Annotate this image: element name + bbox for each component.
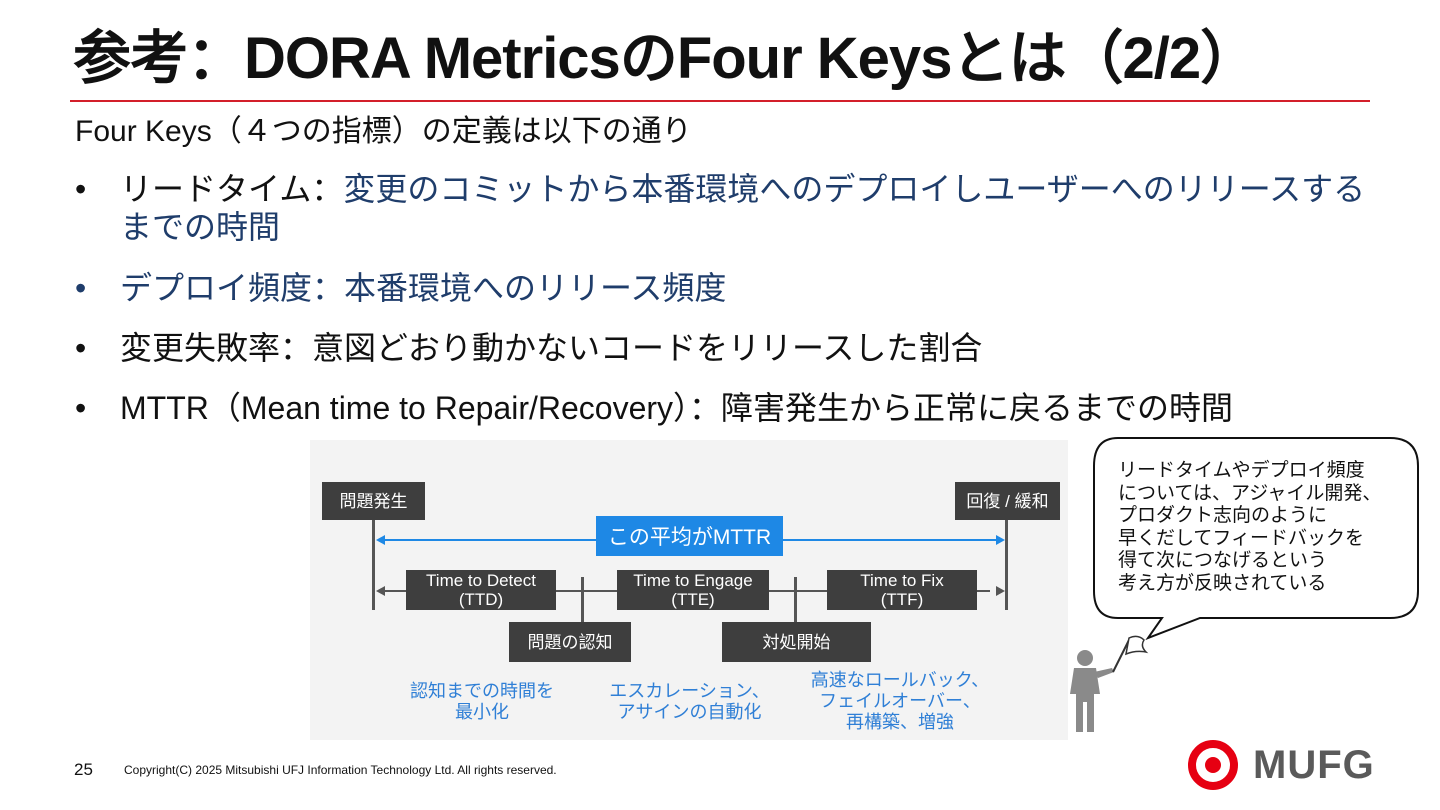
phase-ttf: Time to Fix (TTF)	[827, 570, 977, 610]
phase-abbr: (TTD)	[458, 590, 504, 609]
start-line	[372, 520, 375, 610]
callout-line: 考え方が反映されている	[1118, 572, 1327, 594]
bullet-term: MTTR（Mean time to Repair/Recovery）：	[120, 390, 722, 426]
bullet-term: デプロイ頻度：	[120, 270, 345, 306]
arrow-right-icon	[996, 586, 1005, 596]
bullet-term: 変更失敗率：	[120, 330, 313, 366]
mttr-diagram: 問題発生 回復 / 緩和 この平均がMTTR Time to Detect (T…	[310, 440, 1068, 740]
bullet-desc: 本番環境へのリリース頻度	[344, 270, 727, 306]
note-tte: エスカレーション、 アサインの自動化	[597, 681, 782, 723]
bullet-mttr: • MTTR（Mean time to Repair/Recovery）：障害発…	[75, 389, 1375, 427]
callout-line: プロダクト志向のように	[1118, 505, 1328, 526]
person-with-flag-icon	[1070, 635, 1149, 732]
milestone-recognition: 問題の認知	[509, 622, 631, 662]
bullet-marker: •	[75, 330, 87, 366]
arrow-left-icon	[376, 535, 385, 545]
milestone-response-start: 対処開始	[722, 622, 871, 662]
note-line: 最小化	[455, 702, 509, 722]
note-line: エスカレーション、	[609, 681, 770, 701]
note-line: 認知までの時間を	[410, 681, 554, 701]
arrow-right-icon	[996, 535, 1005, 545]
phase-name: Time to Detect	[426, 571, 536, 590]
bullet-desc: 変更のコミットから本番環境へのデプロイしユーザーへのリリースするまでの時間	[120, 171, 1366, 245]
page-number: 25	[74, 760, 93, 779]
bullet-marker: •	[75, 270, 87, 306]
bullet-marker: •	[75, 390, 87, 426]
end-line	[1005, 520, 1008, 610]
bullet-desc: 意図どおり動かないコードをリリースした割合	[312, 330, 983, 366]
note-line: フェイルオーバー、	[819, 691, 981, 711]
bullet-desc: 障害発生から正常に戻るまでの時間	[721, 390, 1234, 426]
bullet-change-failure-rate: • 変更失敗率：意図どおり動かないコードをリリースした割合	[75, 329, 1375, 367]
note-line: 高速なロールバック、	[810, 670, 990, 690]
callout-line: については、アジャイル開発、	[1118, 482, 1382, 504]
end-box: 回復 / 緩和	[955, 482, 1060, 520]
speech-bubble	[1093, 437, 1419, 641]
bullet-deploy-frequency: • デプロイ頻度：本番環境へのリリース頻度	[75, 269, 1375, 307]
mttr-label: この平均がMTTR	[596, 516, 783, 556]
milestone-line	[794, 577, 797, 622]
phase-abbr: (TTF)	[880, 590, 924, 609]
bullet-marker: •	[75, 171, 87, 207]
note-ttf: 高速なロールバック、 フェイルオーバー、 再構築、増強	[805, 670, 995, 733]
callout-line: 得て次につなげるという	[1118, 550, 1328, 571]
title-divider	[70, 100, 1370, 102]
logo-text: MUFG	[1253, 743, 1375, 787]
bullet-list: • リードタイム：変更のコミットから本番環境へのデプロイしユーザーへのリリースす…	[75, 170, 1375, 427]
bullet-lead-time: • リードタイム：変更のコミットから本番環境へのデプロイしユーザーへのリリースす…	[75, 170, 1375, 246]
milestone-line	[581, 577, 584, 622]
phase-abbr: (TTE)	[671, 590, 715, 609]
callout-line: 早くだしてフィードバックを	[1118, 527, 1365, 549]
bullet-term: リードタイム：	[120, 171, 344, 207]
phase-name: Time to Fix	[860, 571, 944, 590]
subtitle: Four Keys（４つの指標）の定義は以下の通り	[75, 115, 692, 148]
copyright: Copyright(C) 2025 Mitsubishi UFJ Informa…	[124, 763, 557, 777]
start-box: 問題発生	[322, 482, 425, 520]
phase-name: Time to Engage	[633, 571, 753, 590]
note-line: 再構築、増強	[846, 712, 954, 732]
note-ttd: 認知までの時間を 最小化	[392, 681, 572, 723]
arrow-left-icon	[376, 586, 385, 596]
page-title: 参考：DORA MetricsのFour Keysとは（2/2）	[73, 26, 1258, 91]
callout-line: リードタイムやデプロイ頻度	[1118, 460, 1365, 481]
mufg-logo-icon	[1188, 740, 1238, 790]
phase-tte: Time to Engage (TTE)	[617, 570, 769, 610]
phase-ttd: Time to Detect (TTD)	[406, 570, 556, 610]
callout-text: リードタイムやデプロイ頻度 については、アジャイル開発、 プロダクト志向のように…	[1118, 460, 1408, 595]
note-line: アサインの自動化	[617, 702, 762, 722]
